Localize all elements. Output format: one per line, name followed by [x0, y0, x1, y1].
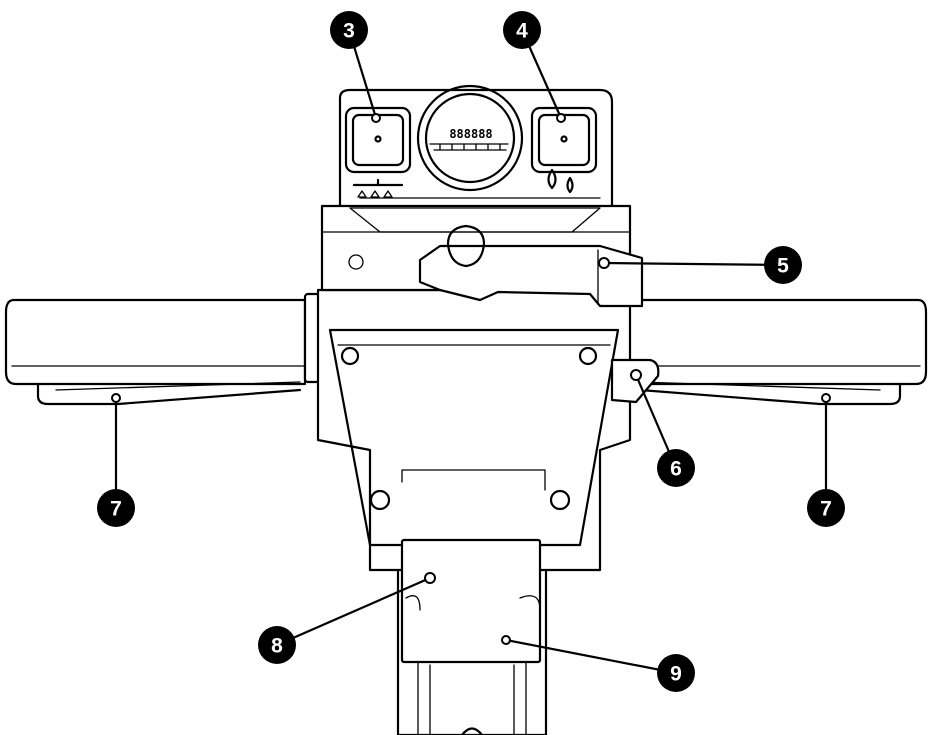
brush-deck-raise-icon	[352, 178, 404, 198]
callout-badge-3: 3	[330, 11, 368, 49]
housing-bolt-icon	[340, 346, 360, 366]
lower-control-box	[400, 538, 542, 664]
callout-anchors	[111, 113, 831, 645]
callout-badge-8: 8	[258, 626, 296, 664]
svg-text:3: 3	[343, 20, 355, 43]
right-switch[interactable]	[530, 106, 598, 174]
callout-badge-7-right: 7	[807, 489, 845, 527]
side-latch[interactable]	[610, 358, 660, 404]
callout-badge-9: 9	[657, 654, 695, 692]
svg-text:5: 5	[777, 255, 789, 278]
housing-bolt-icon	[578, 346, 598, 366]
handlebar-left	[4, 292, 321, 406]
handle-housing	[316, 288, 632, 572]
display-gauge: 888888	[416, 84, 524, 192]
callout-badge-5: 5	[764, 246, 802, 284]
svg-text:9: 9	[670, 663, 682, 686]
callout-badge-4: 4	[503, 11, 541, 49]
water-drops-icon	[547, 168, 574, 194]
housing-bolt-icon	[549, 489, 571, 511]
handlebar-right	[624, 298, 928, 406]
svg-text:6: 6	[670, 458, 682, 481]
svg-text:7: 7	[820, 498, 832, 521]
callout-badge-6: 6	[657, 449, 695, 487]
lever-handle[interactable]	[348, 224, 644, 308]
svg-text:4: 4	[516, 20, 528, 43]
housing-bolt-icon	[369, 489, 391, 511]
callout-badge-7-left: 7	[97, 489, 135, 527]
display-readout: 888888	[449, 127, 492, 141]
svg-text:8: 8	[271, 635, 283, 658]
svg-text:7: 7	[110, 498, 122, 521]
